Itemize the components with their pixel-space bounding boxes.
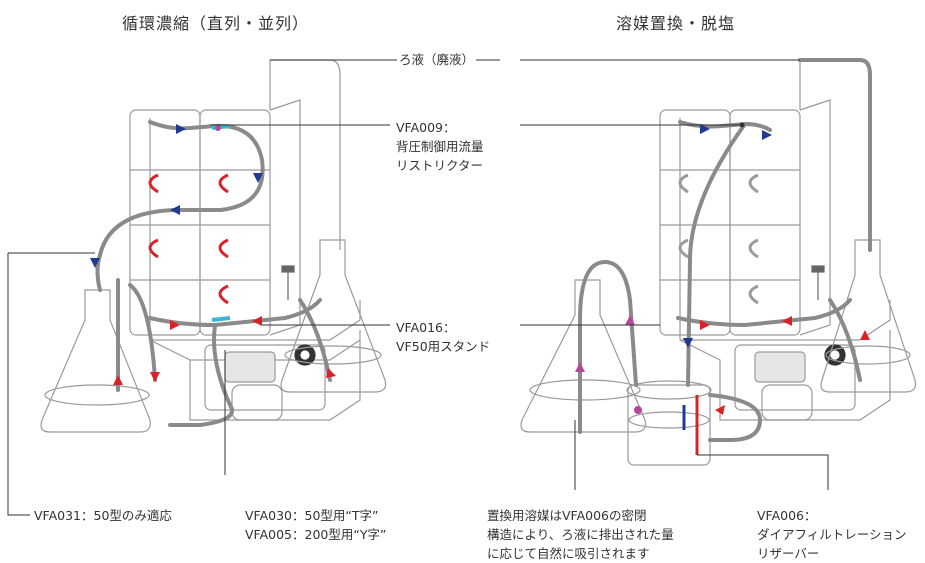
label-filtrate-waste: ろ液（廃液） — [397, 50, 477, 69]
flow-arrow-red — [715, 405, 725, 415]
label-solvent-line2: 構造により、ろ液に排出された量 — [487, 527, 674, 542]
label-vfa030-vfa005: VFA030：50型用“T字” VFA005：200型用“Y字” — [245, 506, 386, 544]
label-solvent-line3: に応じて自然に吸引されます — [487, 546, 650, 561]
diafiltration-reservoir — [627, 384, 711, 466]
flow-arrow-blue — [176, 124, 186, 134]
flow-arrow-red — [700, 320, 710, 330]
left-pink-port — [215, 125, 221, 131]
flow-arrow-red — [782, 316, 792, 326]
label-vfa009-line1: VFA009： — [396, 120, 456, 135]
left-tubing — [95, 120, 332, 427]
right-pump-body — [734, 344, 856, 411]
label-vfa006-line3: リザーバー — [757, 546, 820, 561]
label-vfa016: VFA016： VF50用スタンド — [396, 318, 490, 356]
right-reservoir-lines — [634, 395, 699, 455]
right-cassette-stack-b — [729, 109, 801, 336]
left-u-connectors — [148, 173, 229, 305]
flow-arrow-red — [860, 330, 870, 340]
label-vfa016-line1: VFA016： — [396, 320, 456, 335]
label-replacement-solvent: 置換用溶媒はVFA006の密閉 構造により、ろ液に排出された量 に応じて自然に吸… — [487, 506, 674, 563]
label-vfa031: VFA031：50型のみ適応 — [34, 508, 172, 523]
label-vfa009-line3: リストリクター — [396, 158, 484, 173]
flow-arrow-blue — [762, 130, 772, 140]
right-tubing — [578, 58, 872, 442]
label-vfa006-line2: ダイアフィルトレーション — [757, 527, 907, 542]
flow-arrow-blue — [683, 338, 693, 348]
right-flask-b — [820, 239, 917, 393]
label-vfa016-line2: VF50用スタンド — [396, 339, 491, 354]
right-u-connectors — [678, 173, 759, 305]
left-pump-body — [204, 344, 326, 411]
label-vfa009: VFA009： 背圧制御用流量 リストリクター — [396, 118, 484, 175]
title-circulation-concentration: 循環濃縮（直列・並列） — [122, 14, 310, 33]
flow-arrow-red — [252, 316, 262, 326]
flow-arrow-red — [170, 320, 180, 330]
left-cassette-stack-b — [199, 109, 271, 336]
label-vfa006-line1: VFA006： — [757, 508, 817, 523]
right-flask-a — [520, 279, 647, 433]
label-vfa006: VFA006： ダイアフィルトレーション リザーバー — [757, 506, 907, 563]
flow-arrow-blue — [170, 205, 180, 215]
right-flow-arrows — [575, 124, 870, 415]
left-cyan-connectors — [211, 124, 231, 322]
flow-arrow-red — [113, 375, 123, 385]
flow-arrow-blue — [700, 124, 710, 134]
flow-arrow-purple — [625, 315, 635, 325]
left-flask-a — [40, 289, 151, 433]
left-apparatus — [40, 59, 387, 433]
flow-arrow-blue — [253, 173, 263, 183]
label-vfa005: VFA005：200型用“Y字” — [245, 527, 387, 542]
label-vfa030: VFA030：50型用“T字” — [245, 508, 379, 523]
flow-arrow-purple — [575, 362, 585, 372]
flow-arrow-red — [326, 368, 336, 378]
left-flask-b — [280, 239, 387, 393]
flow-arrow-red — [150, 372, 160, 382]
title-solvent-exchange: 溶媒置換・脱塩 — [616, 14, 736, 33]
flow-arrow-blue — [90, 258, 100, 268]
label-solvent-line1: 置換用溶媒はVFA006の密閉 — [487, 508, 647, 523]
right-apparatus — [520, 60, 917, 466]
label-vfa009-line2: 背圧制御用流量 — [396, 139, 484, 154]
left-flow-arrows — [90, 124, 336, 385]
